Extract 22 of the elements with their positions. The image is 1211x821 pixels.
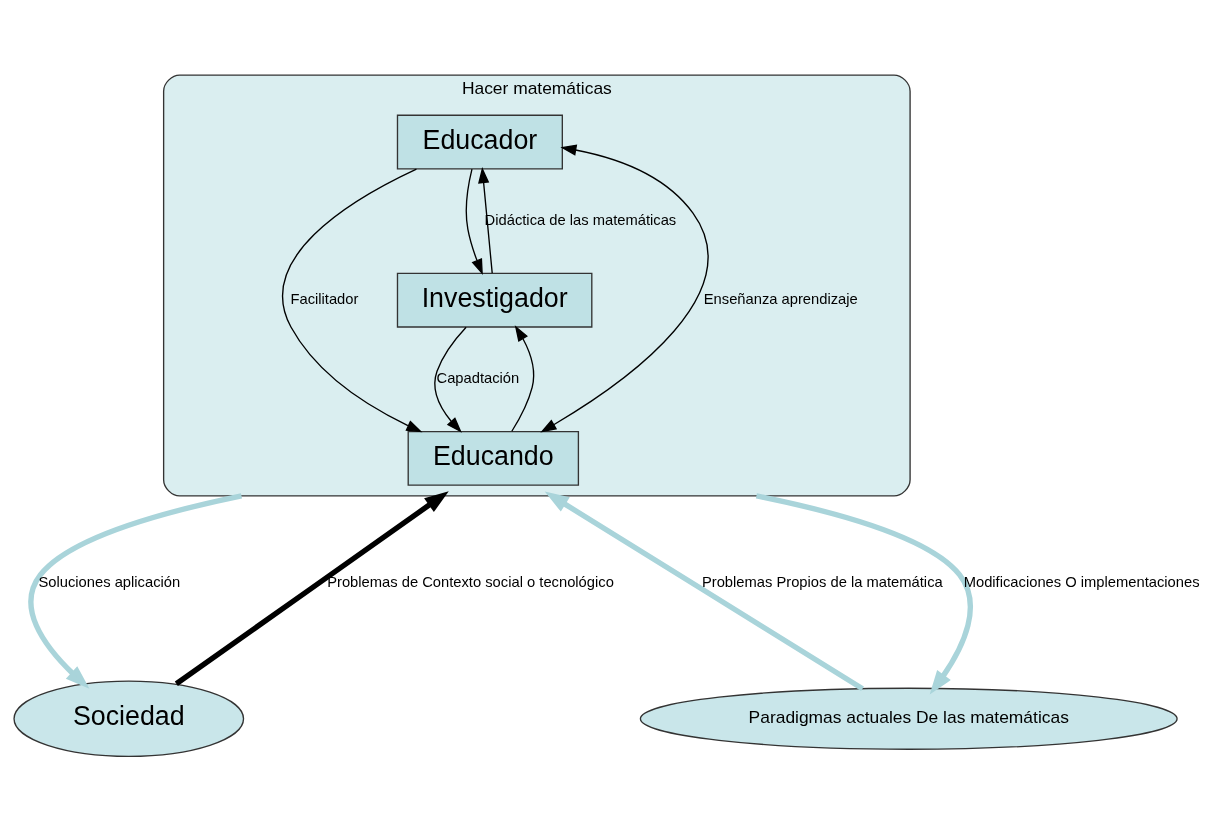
arrow (28, 493, 243, 689)
arrow (174, 491, 449, 686)
edge-label: Modificaciones O implementaciones (963, 573, 1200, 590)
arrow (511, 325, 535, 432)
arrow (281, 168, 423, 433)
edge-label: Problemas Propios de la matemática (701, 573, 943, 590)
edge-label: Problemas de Contexto social o tecnológico (327, 573, 614, 590)
edge-label: Enseñanza aprendizaje (703, 290, 858, 307)
node-box: Educando (407, 430, 580, 486)
edge-label: Capadtación (436, 370, 520, 387)
arrow (465, 168, 483, 275)
arrow (478, 167, 493, 274)
arrow (540, 144, 709, 433)
edge-label: Facilitador (290, 290, 359, 307)
node-ellipse: Sociedad (13, 680, 245, 758)
edge-label: Soluciones aplicación (38, 573, 181, 590)
node-box: Educador (396, 114, 563, 170)
arrow (434, 326, 467, 433)
arrow (544, 491, 864, 691)
arrow (755, 493, 973, 695)
node-box: Investigador (396, 272, 593, 328)
node-ellipse: Paradigmas actuales De las matemáticas (639, 687, 1178, 750)
